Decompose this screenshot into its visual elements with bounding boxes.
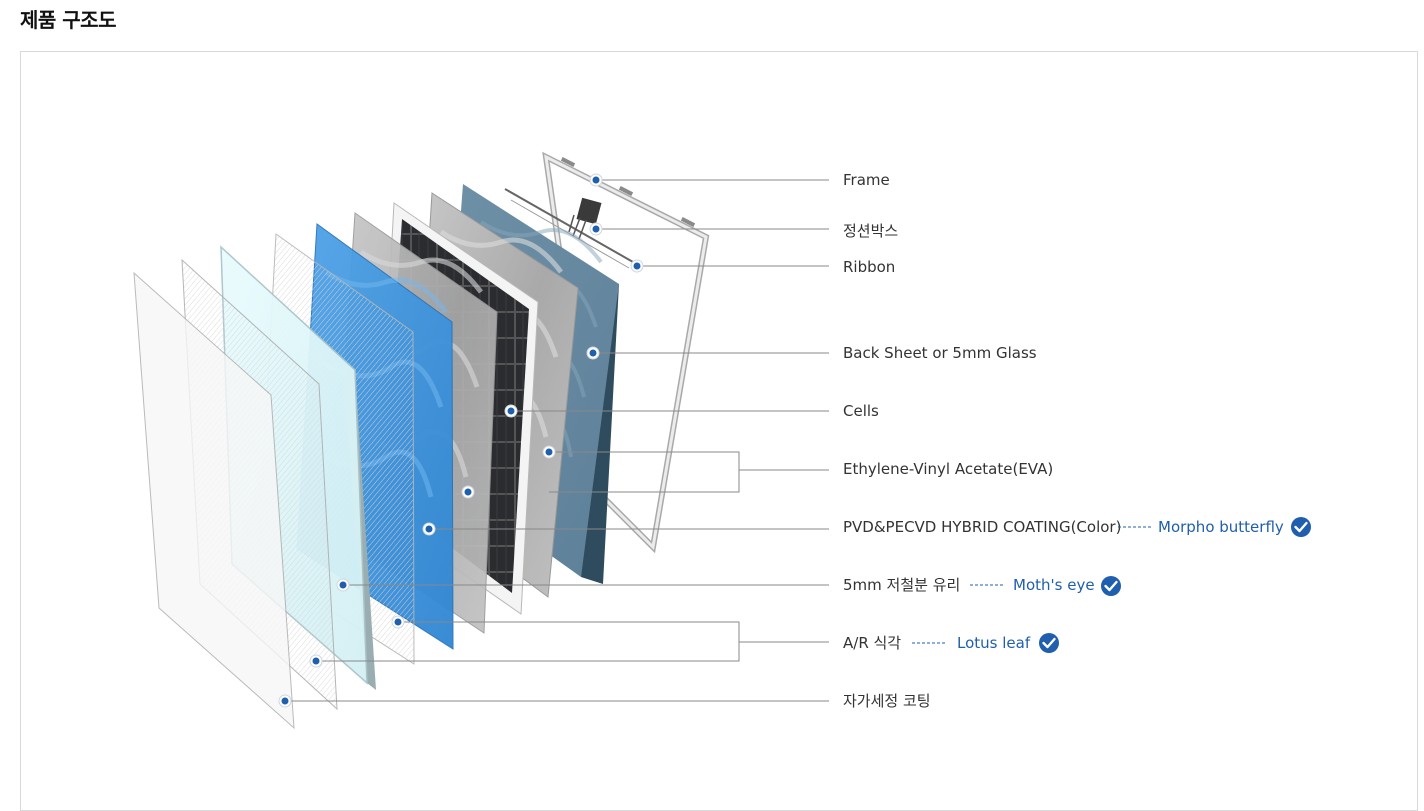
label-ribbon: Ribbon: [843, 258, 895, 276]
label-junction-box: 정션박스: [843, 222, 898, 240]
marker-glass: [336, 578, 350, 592]
tech-label-ar: Lotus leaf: [957, 634, 1031, 652]
tech-glass: Moth's eye: [970, 576, 1121, 596]
label-glass: 5mm 저철분 유리: [843, 576, 960, 594]
labels: Frame 정션박스 Ribbon Back Sheet or 5mm Glas…: [843, 171, 1121, 710]
marker-self-clean: [278, 694, 292, 708]
leader-lines: [285, 179, 829, 702]
tech-coating: Morpho butterfly: [1118, 517, 1311, 537]
label-frame: Frame: [843, 171, 890, 189]
self-clean-layer: [133, 258, 338, 730]
marker-eva-front: [461, 485, 475, 499]
label-coating: PVD&PECVD HYBRID COATING(Color): [843, 518, 1121, 536]
tech-label-coating: Morpho butterfly: [1158, 518, 1284, 536]
marker-eva-rear: [542, 445, 556, 459]
junction-box-layer: [568, 197, 602, 240]
tech-label-glass: Moth's eye: [1013, 576, 1095, 594]
check-circle-icon: [1101, 576, 1121, 596]
tech-ar: Lotus leaf: [912, 633, 1059, 653]
marker-cells: [504, 404, 518, 418]
label-self-clean: 자가세정 코팅: [843, 692, 931, 710]
marker-frame: [589, 173, 603, 187]
marker-junction-box: [589, 222, 603, 236]
marker-ar-rear: [391, 615, 405, 629]
exploded-panel-diagram: Frame 정션박스 Ribbon Back Sheet or 5mm Glas…: [133, 151, 1311, 730]
page-title: 제품 구조도: [20, 8, 116, 32]
bracket-lines: [316, 451, 829, 662]
label-ar: A/R 식각: [843, 634, 901, 652]
marker-ar-front: [309, 654, 323, 668]
diagram-container: Frame 정션박스 Ribbon Back Sheet or 5mm Glas…: [20, 51, 1418, 811]
marker-ribbon: [630, 259, 644, 273]
label-back-sheet: Back Sheet or 5mm Glass: [843, 344, 1037, 362]
marker-back-sheet: [586, 346, 600, 360]
label-eva: Ethylene-Vinyl Acetate(EVA): [843, 460, 1053, 478]
check-circle-icon: [1291, 517, 1311, 537]
marker-dots: [278, 173, 644, 708]
marker-coating: [422, 522, 436, 536]
label-cells: Cells: [843, 402, 879, 420]
check-circle-icon: [1039, 633, 1059, 653]
